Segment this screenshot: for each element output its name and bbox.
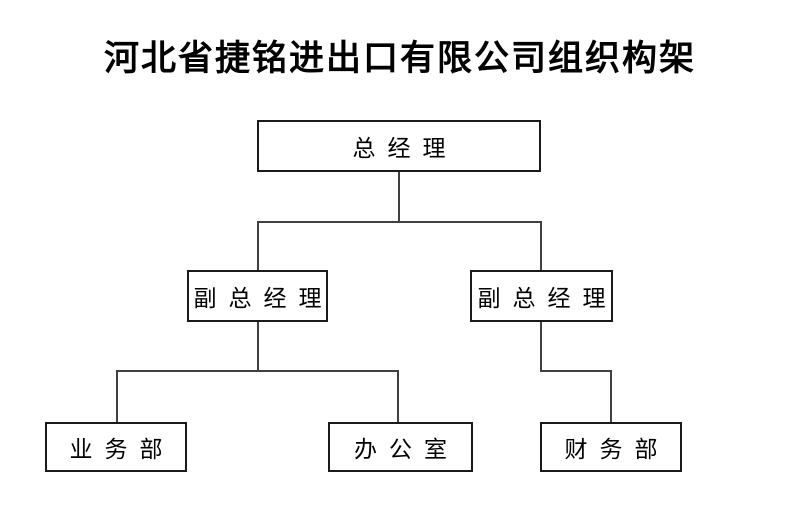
- page-title: 河北省捷铭进出口有限公司组织构架: [103, 39, 696, 78]
- connector-root-stem: [398, 172, 400, 223]
- connector-to-finance-dept: [610, 370, 612, 423]
- connector-level2-crossbar: [257, 221, 542, 223]
- node-finance-dept-label: 财务部: [564, 437, 670, 462]
- node-deputy-gm-left-label: 副总经理: [193, 286, 334, 311]
- connector-to-business-dept: [116, 370, 118, 423]
- node-deputy-gm-left: 副总经理: [187, 270, 328, 322]
- node-deputy-gm-right-label: 副总经理: [477, 286, 618, 311]
- connector-to-deputy-left: [257, 221, 259, 271]
- connector-to-office: [397, 370, 399, 423]
- connector-to-deputy-right: [540, 221, 542, 271]
- connector-left-crossbar: [116, 370, 399, 372]
- node-deputy-gm-right: 副总经理: [470, 270, 613, 322]
- connector-right-crossbar: [540, 370, 612, 372]
- connector-deputy-left-stem: [257, 322, 259, 372]
- node-office-label: 办公室: [354, 437, 459, 462]
- node-office: 办公室: [328, 422, 473, 472]
- node-business-dept-label: 业务部: [69, 437, 175, 462]
- node-general-manager-label: 总经理: [352, 136, 458, 161]
- node-general-manager: 总经理: [257, 120, 541, 172]
- node-finance-dept: 财务部: [540, 422, 682, 472]
- node-business-dept: 业务部: [45, 422, 187, 472]
- connector-deputy-right-stem: [540, 322, 542, 372]
